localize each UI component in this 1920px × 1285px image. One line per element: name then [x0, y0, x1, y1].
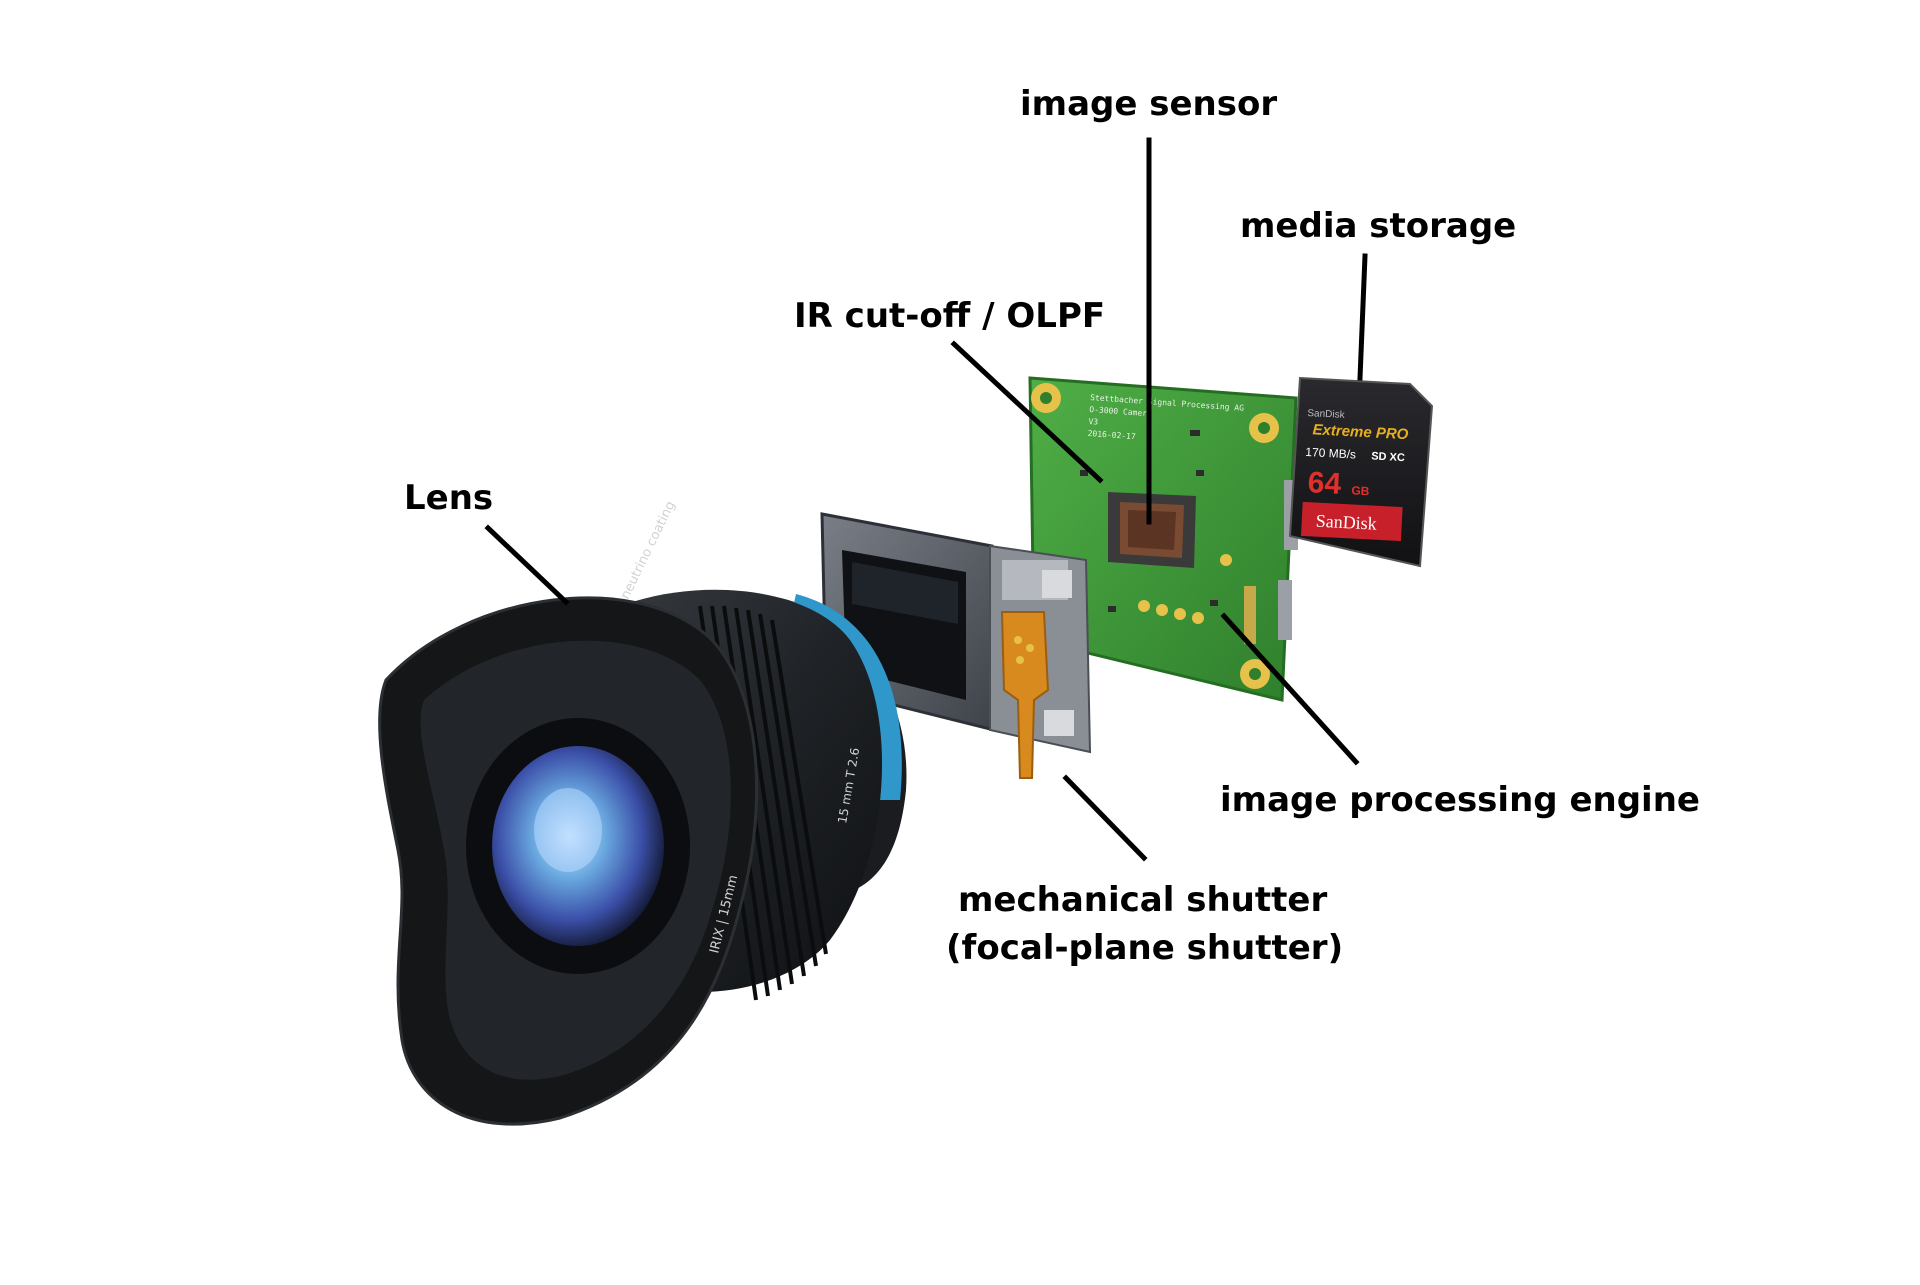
leader-line-media-storage	[1357, 253, 1368, 381]
sd-speed: 170 MB/s	[1305, 445, 1356, 462]
sd-product: Extreme PRO	[1312, 421, 1409, 443]
leader-line-image-processing-engine	[1220, 612, 1360, 766]
mounting-hole	[1031, 383, 1061, 413]
leader-lines	[484, 137, 1368, 862]
image-sensor-chip	[1108, 492, 1196, 568]
leader-line-ir-olpf	[950, 340, 1104, 484]
sd-brand-small: SanDisk	[1307, 408, 1346, 421]
sd-brand: SanDisk	[1315, 511, 1377, 534]
silkscreen-line: 2016-02-17	[1087, 429, 1136, 441]
mounting-hole	[1249, 413, 1279, 443]
mounting-hole	[1240, 659, 1270, 689]
sd-capacity: 64	[1307, 466, 1342, 501]
leader-line-mechanical-shutter	[1062, 774, 1148, 862]
lens: neutrino coating IRIX | 15mm 15 mm T 2.6	[378, 499, 907, 1126]
lens-coating-text: neutrino coating	[618, 499, 678, 602]
label-ir-olpf: IR cut-off / OLPF	[794, 296, 1106, 336]
label-image-processing-engine: image processing engine	[1220, 780, 1700, 820]
label-mechanical-shutter: mechanical shutter	[958, 880, 1328, 920]
sd-card: SanDisk Extreme PRO 170 MB/s SD XC 64 GB…	[1288, 376, 1434, 568]
sd-format: SD XC	[1371, 450, 1405, 464]
sd-red-band	[1300, 501, 1403, 542]
sd-capacity-unit: GB	[1351, 483, 1370, 498]
label-focal-plane-shutter: (focal-plane shutter)	[946, 928, 1344, 968]
label-lens: Lens	[404, 478, 494, 518]
leader-line-lens	[484, 524, 570, 606]
label-media-storage: media storage	[1240, 206, 1517, 246]
silkscreen-line: O-3000 Camera	[1089, 405, 1152, 418]
label-image-sensor: image sensor	[1020, 84, 1278, 124]
flex-cable	[1000, 611, 1050, 779]
silkscreen-line: V3	[1088, 417, 1098, 427]
